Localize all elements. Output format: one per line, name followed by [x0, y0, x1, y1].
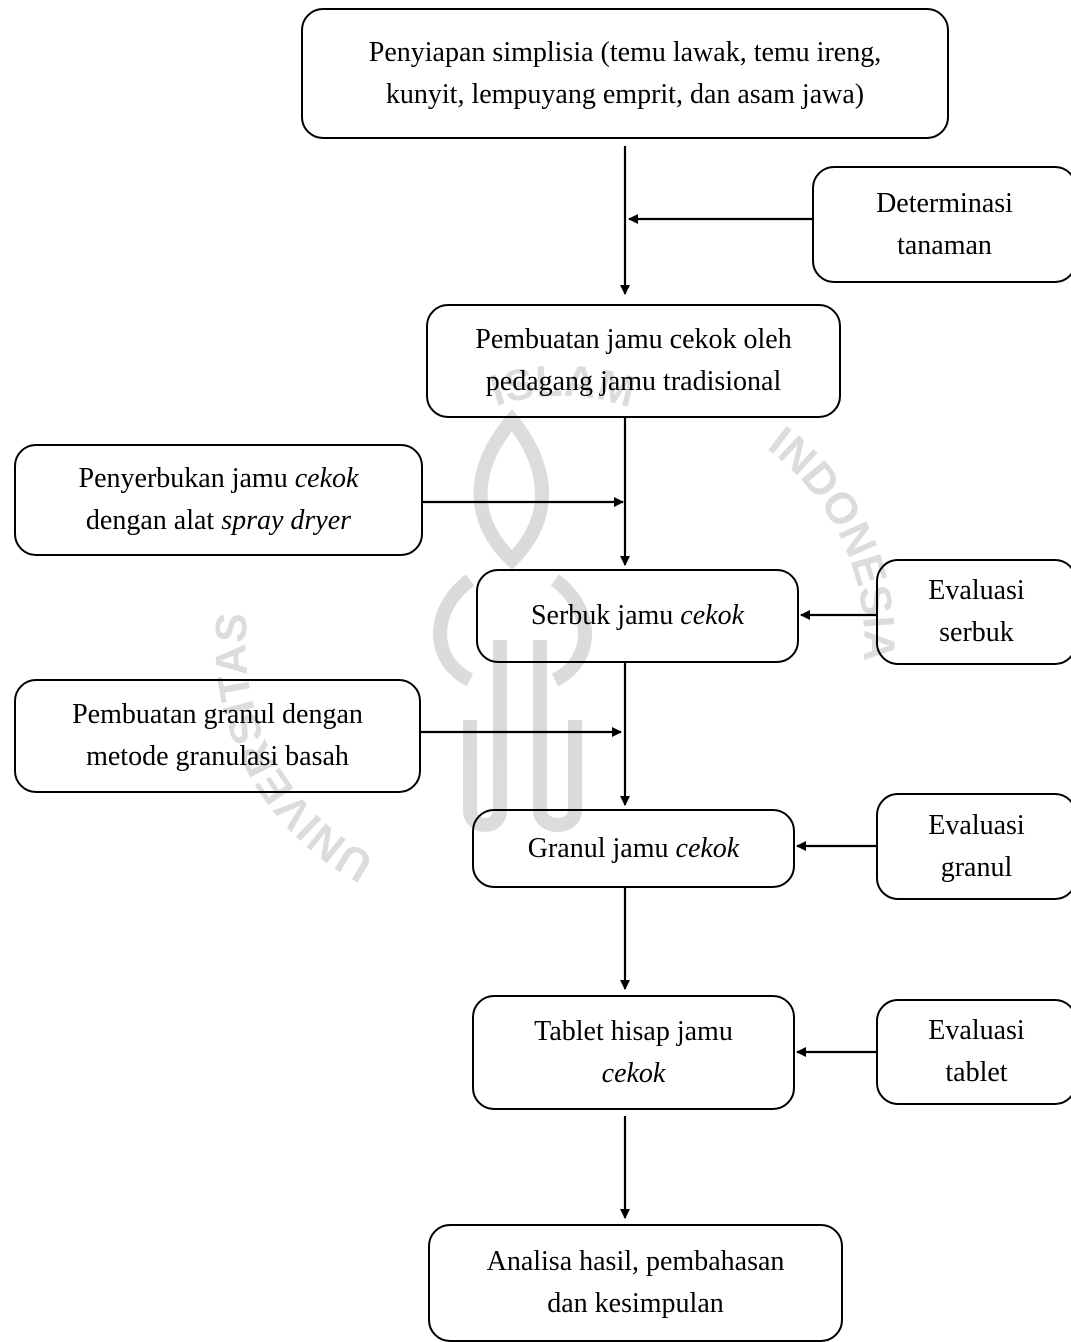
- granulation-line2: metode granulasi basah: [86, 741, 349, 772]
- box-granule-evaluation: Evaluasi granul: [876, 793, 1071, 900]
- box-simplicia-preparation: Penyiapan simplisia (temu lawak, temu ir…: [301, 8, 949, 139]
- powder-text-b: cekok: [680, 600, 745, 631]
- box-jamu-making: Pembuatan jamu cekok oleh pedagang jamu …: [426, 304, 841, 418]
- granulation-line1: Pembuatan granul dengan: [72, 699, 363, 730]
- box-lozenge-tablet: Tablet hisap jamu cekok: [472, 995, 795, 1110]
- determination-line1: Determinasi: [876, 187, 1013, 219]
- tablet-eval-line1: Evaluasi: [928, 1015, 1025, 1046]
- granule-text-a: Granul jamu: [527, 832, 676, 864]
- making-line1: Pembuatan jamu cekok oleh: [475, 324, 792, 355]
- preparation-line2: kunyit, lempuyang emprit, dan asam jawa): [385, 78, 865, 110]
- box-jamu-powder: Serbuk jamu cekok: [476, 569, 799, 663]
- powder-eval-line2: serbuk: [939, 617, 1014, 648]
- box-analysis-conclusion: Analisa hasil, pembahasan dan kesimpulan: [428, 1224, 843, 1342]
- powdering-line1a: Penyerbukan jamu: [78, 463, 295, 494]
- making-line2: pedagang jamu tradisional: [485, 366, 782, 397]
- powdering-line2a: dengan alat: [85, 505, 222, 536]
- box-plant-determination: Determinasi tanaman: [812, 166, 1071, 283]
- powder-eval-line1: Evaluasi: [928, 575, 1025, 606]
- powdering-line1b: cekok: [294, 463, 359, 494]
- box-tablet-evaluation: Evaluasi tablet: [876, 999, 1071, 1105]
- tablet-line2: cekok: [601, 1057, 666, 1089]
- tablet-line1: Tablet hisap jamu: [534, 1015, 733, 1047]
- box-jamu-granule: Granul jamu cekok: [472, 809, 795, 888]
- tablet-eval-line2: tablet: [945, 1057, 1008, 1088]
- box-powder-evaluation: Evaluasi serbuk: [876, 559, 1071, 665]
- analysis-line2: dan kesimpulan: [547, 1288, 724, 1319]
- preparation-line1: Penyiapan simplisia (temu lawak, temu ir…: [368, 36, 882, 68]
- box-powdering: Penyerbukan jamu cekok dengan alat spray…: [14, 444, 423, 556]
- granule-eval-line1: Evaluasi: [928, 809, 1025, 841]
- granule-eval-line2: granul: [940, 851, 1013, 883]
- powdering-line2b: spray dryer: [221, 505, 352, 536]
- box-granulation: Pembuatan granul dengan metode granulasi…: [14, 679, 421, 793]
- determination-line2: tanaman: [897, 229, 992, 261]
- powder-text-a: Serbuk jamu: [530, 600, 681, 631]
- analysis-line1: Analisa hasil, pembahasan: [486, 1246, 785, 1277]
- granule-text-b: cekok: [675, 832, 740, 864]
